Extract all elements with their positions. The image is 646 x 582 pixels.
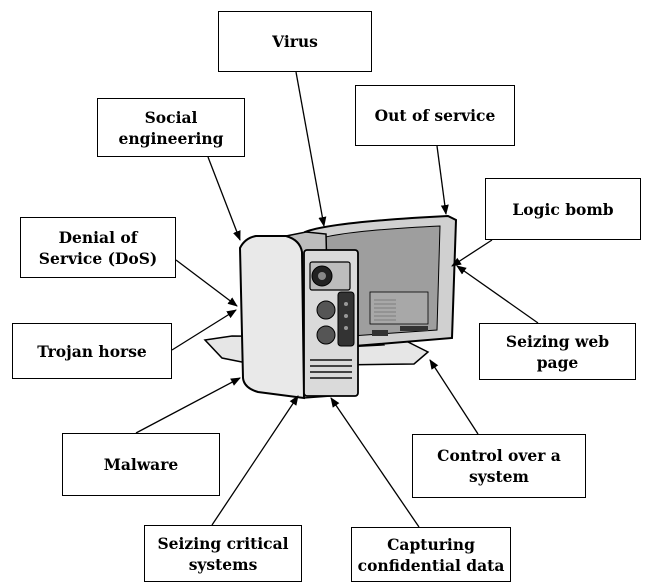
- label-capturing-confidential-data: Capturing confidential data: [351, 527, 511, 582]
- label-control-over-system: Control over a system: [412, 434, 586, 498]
- label-seizing-web-page: Seizing web page: [479, 323, 636, 380]
- arrow-seizing-web-page: [456, 265, 539, 324]
- arrow-trojan-horse: [171, 309, 237, 351]
- arrow-denial-of-service: [175, 259, 238, 307]
- arrow-logic-bomb: [451, 239, 493, 267]
- label-social-engineering: Social engineering: [97, 98, 245, 157]
- arrow-virus: [295, 71, 327, 227]
- tower-front: [238, 235, 306, 400]
- arrows: [135, 71, 539, 528]
- label-seizing-critical-systems: Seizing critical systems: [144, 525, 302, 582]
- label-trojan-horse: Trojan horse: [12, 323, 172, 379]
- label-denial-of-service: Denial of Service (DoS): [20, 217, 176, 278]
- label-malware: Malware: [62, 433, 220, 496]
- arrow-seizing-critical-systems: [211, 395, 299, 526]
- computer-illustration: [203, 214, 458, 400]
- arrow-capturing-confidential-data: [330, 397, 420, 528]
- label-virus: Virus: [218, 11, 372, 72]
- label-out-of-service: Out of service: [355, 85, 515, 146]
- arrow-malware: [135, 377, 241, 434]
- arrow-out-of-service: [436, 145, 449, 215]
- label-logic-bomb: Logic bomb: [485, 178, 641, 240]
- arrow-social-engineering: [207, 156, 241, 241]
- arrow-control-over-system: [429, 359, 479, 435]
